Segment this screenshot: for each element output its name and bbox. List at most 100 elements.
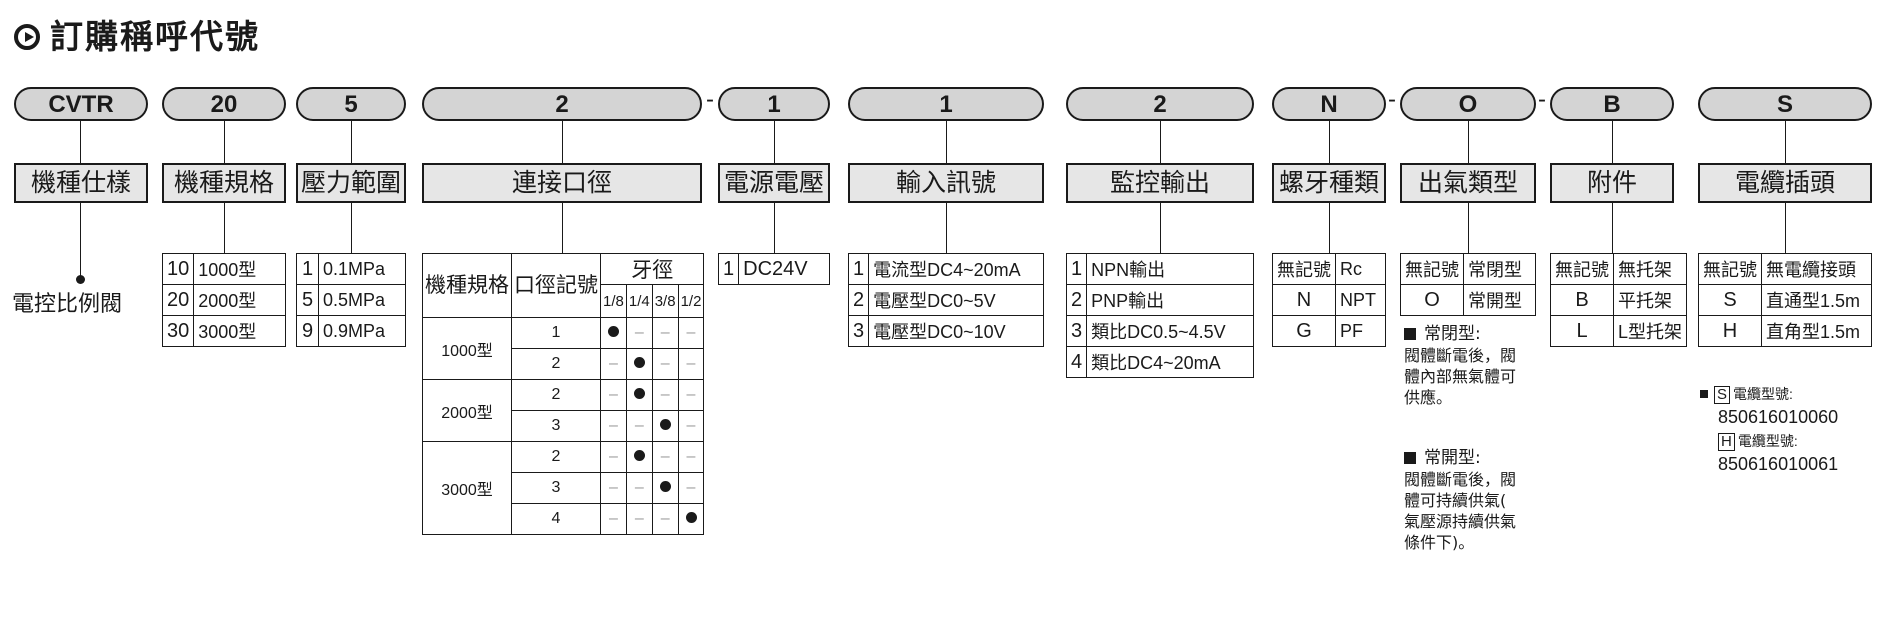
connector-line — [562, 203, 563, 253]
table-row: 4 – – – — [423, 503, 705, 535]
code-port: 2 — [422, 87, 702, 121]
label-power: 電源電壓 — [718, 163, 830, 203]
outlet-note-no: 常開型: 閥體斷電後，閥 體可持續供氣( 氣壓源持續供氣 條件下)。 — [1404, 448, 1517, 552]
code-monitor: 2 — [1066, 87, 1254, 121]
connector-dot — [76, 275, 85, 284]
connector-line — [224, 121, 225, 163]
table-row: 1/8 1/4 3/8 1/2 — [423, 284, 705, 318]
filled-dot-icon — [607, 326, 619, 337]
connector-line — [1612, 203, 1613, 253]
connector-line — [224, 203, 225, 253]
label-port: 連接口徑 — [422, 163, 702, 203]
port-header-code: 口徑記號 — [511, 253, 601, 318]
port-header-spec: 機種規格 — [422, 253, 512, 318]
table-row: 3 – – – — [423, 472, 705, 504]
label-input: 輸入訊號 — [848, 163, 1044, 203]
spec-description: 電控比例閥 — [12, 292, 123, 317]
connector-line — [80, 203, 81, 279]
connector-line — [1785, 203, 1786, 253]
filled-dot-icon — [633, 388, 645, 399]
play-circle-icon — [14, 24, 40, 50]
connector-line — [1612, 121, 1613, 163]
connector-line — [1329, 121, 1330, 163]
page-title: 訂購稱呼代號 — [14, 10, 260, 58]
table-row: 3 – – – — [423, 410, 705, 442]
connector-line — [774, 203, 775, 253]
code-power: 1 — [718, 87, 830, 121]
square-bullet-icon — [1404, 452, 1416, 464]
connector-line — [351, 121, 352, 163]
label-outlet: 出氣類型 — [1400, 163, 1536, 203]
code-cvtr: CVTR — [14, 87, 148, 121]
table-row: 無記號常閉型 — [1400, 253, 1536, 285]
code-outlet: O — [1400, 87, 1536, 121]
filled-dot-icon — [659, 419, 671, 430]
code-pressure: 5 — [296, 87, 406, 121]
filled-dot-icon — [633, 357, 645, 368]
connector-line — [351, 203, 352, 253]
outlet-note-nc: 常閉型: 閥體斷電後，閥 體內部無氣體可 供應。 — [1404, 324, 1517, 407]
connector-line — [1468, 121, 1469, 163]
code-accessory: B — [1550, 87, 1674, 121]
connector-line — [1160, 121, 1161, 163]
page-title-text: 訂購稱呼代號 — [50, 17, 260, 56]
table-row: 3000型 2 – – – — [422, 441, 705, 535]
filled-dot-icon — [633, 450, 645, 461]
connector-line — [1785, 121, 1786, 163]
code-input: 1 — [848, 87, 1044, 121]
connector-line — [562, 121, 563, 163]
filled-dot-icon — [659, 481, 671, 492]
square-bullet-icon — [1404, 328, 1416, 340]
code-model: 20 — [162, 87, 286, 121]
code-dash-2: - — [1388, 86, 1396, 113]
connector-line — [774, 121, 775, 163]
connector-line — [946, 203, 947, 253]
code-thread: N — [1272, 87, 1386, 121]
label-monitor: 監控輸出 — [1066, 163, 1254, 203]
table-row: 機種規格 口徑記號 牙徑 — [422, 253, 705, 318]
port-table: 機種規格 口徑記號 牙徑 1/8 1/4 3/8 1/2 1000型 1 – –… — [422, 253, 705, 535]
port-header-thread: 牙徑 — [599, 253, 705, 285]
connector-line — [1160, 203, 1161, 253]
connector-line — [1468, 203, 1469, 253]
table-row: 無記號無電纜接頭 — [1698, 253, 1872, 285]
table-row: 無記號無托架 — [1550, 253, 1688, 285]
connector-line — [80, 121, 81, 163]
label-cable: 電纜插頭 — [1698, 163, 1872, 203]
connector-line — [1329, 203, 1330, 253]
label-model: 機種規格 — [162, 163, 286, 203]
label-accessory: 附件 — [1550, 163, 1674, 203]
code-dash-3: - — [1538, 86, 1546, 113]
label-spec: 機種仕樣 — [14, 163, 148, 203]
label-thread: 螺牙種類 — [1272, 163, 1386, 203]
table-row: 2000型 2 – – – — [422, 379, 705, 442]
table-row: 1000型 1 – – – — [422, 317, 705, 380]
square-bullet-icon — [1700, 390, 1708, 398]
